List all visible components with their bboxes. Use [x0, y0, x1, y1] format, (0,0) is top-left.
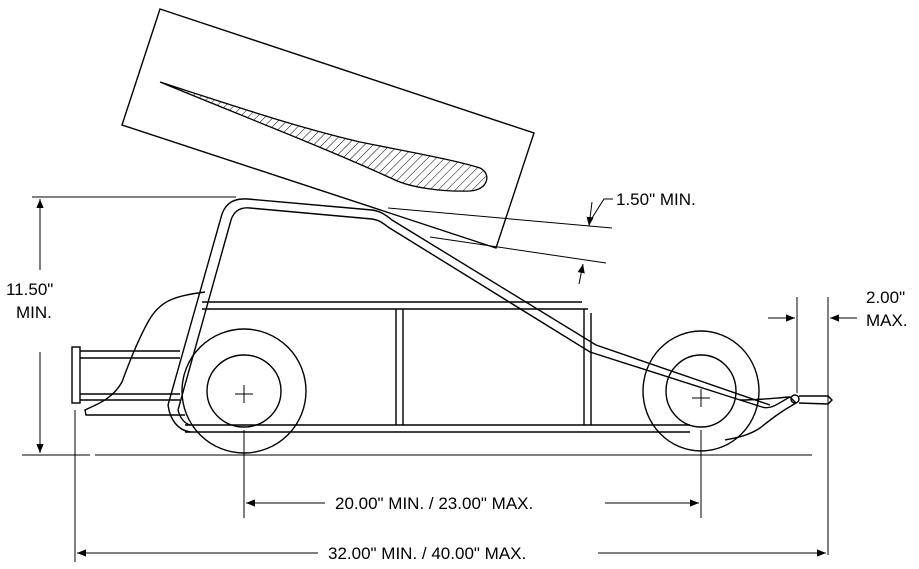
cage-lower-left — [167, 404, 191, 433]
cage-inner — [177, 207, 763, 411]
nerf-qualifier: MAX. — [866, 311, 908, 330]
wing-box-outline — [121, 8, 535, 249]
car-body — [71, 291, 206, 416]
wing-gap-leader — [591, 198, 613, 219]
roll-cage — [167, 198, 771, 433]
wheelbase-label: 20.00" MIN. / 23.00" MAX. — [335, 494, 533, 513]
wing-airfoil-section — [159, 81, 488, 192]
front-rim — [665, 354, 737, 428]
cage-outer — [167, 198, 771, 406]
wing-gap-arrow-top — [586, 201, 594, 227]
wing-gap-upper-line — [387, 207, 613, 229]
height-value: 11.50" — [6, 280, 53, 299]
length-label: 32.00" MIN. / 40.00" MAX. — [328, 544, 526, 563]
rear-rim — [206, 354, 282, 428]
wing-gap-label: 1.50" MIN. — [616, 190, 696, 209]
front-bumper-tube — [798, 395, 833, 405]
wing-gap-lower-line — [429, 236, 607, 264]
front-nose — [724, 396, 798, 441]
front-nose-inner — [761, 396, 791, 409]
height-qualifier: MIN. — [16, 303, 52, 322]
chassis-frame — [185, 301, 833, 441]
tail-tank — [84, 291, 206, 416]
rear-bumper — [71, 346, 81, 404]
top-wing — [121, 8, 535, 249]
nerf-value: 2.00" — [866, 288, 905, 307]
wing-gap-arrow-bottom — [577, 263, 585, 285]
front-nerf-end — [790, 394, 800, 404]
